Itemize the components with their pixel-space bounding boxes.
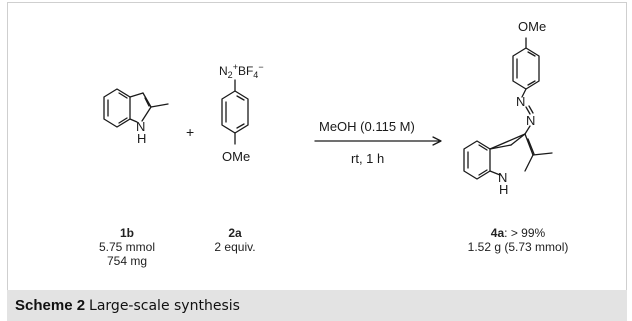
product-n-label: N	[498, 170, 507, 185]
indole-h-label: H	[137, 131, 146, 146]
compound-2a-label: 2a 2 equiv.	[202, 226, 268, 254]
azo-product-structure	[463, 37, 553, 180]
compound-1b-line1: 5.75 mmol	[98, 240, 156, 254]
reaction-arrow	[314, 136, 442, 146]
indole-n-label: N	[136, 119, 145, 134]
conditions-below-arrow: rt, 1 h	[351, 151, 384, 166]
azo-n2-label: N	[526, 113, 535, 128]
compound-4a-line1: 1.52 g (5.73 mmol)	[467, 240, 569, 254]
indole-reactant-structure	[103, 88, 169, 128]
compound-4a-yield-value: : > 99%	[504, 226, 546, 240]
caption-title: Large-scale synthesis	[89, 298, 240, 314]
product-h-label: H	[499, 182, 508, 197]
scheme-panel: N H + N2+BF4− OMe MeOH (0.115 M) rt, 1 h…	[7, 2, 627, 291]
product-ome-label: OMe	[518, 19, 546, 34]
caption-number: Scheme 2	[15, 297, 86, 314]
compound-1b-id: 1b	[119, 226, 134, 240]
compound-1b-line2: 754 mg	[106, 254, 148, 268]
compound-4a-id: 4a	[490, 226, 505, 240]
plus-sign: +	[186, 124, 194, 140]
reaction-scheme: N H + N2+BF4− OMe MeOH (0.115 M) rt, 1 h…	[103, 19, 553, 197]
reagent-ome-label: OMe	[222, 149, 250, 164]
compound-4a-label: 4a: > 99% 1.52 g (5.73 mmol)	[448, 226, 588, 254]
diazonium-reagent-structure	[221, 79, 249, 145]
compound-2a-id: 2a	[228, 226, 242, 240]
azo-n1-label: N	[516, 94, 525, 109]
conditions-above-arrow: MeOH (0.115 M)	[319, 119, 415, 134]
compound-2a-line1: 2 equiv.	[214, 240, 256, 254]
diazonium-counterion-label: N2+BF4−	[219, 62, 264, 80]
compound-1b-label: 1b 5.75 mmol 754 mg	[92, 226, 162, 268]
compound-4a-yield: 4a: > 99%	[448, 226, 588, 240]
